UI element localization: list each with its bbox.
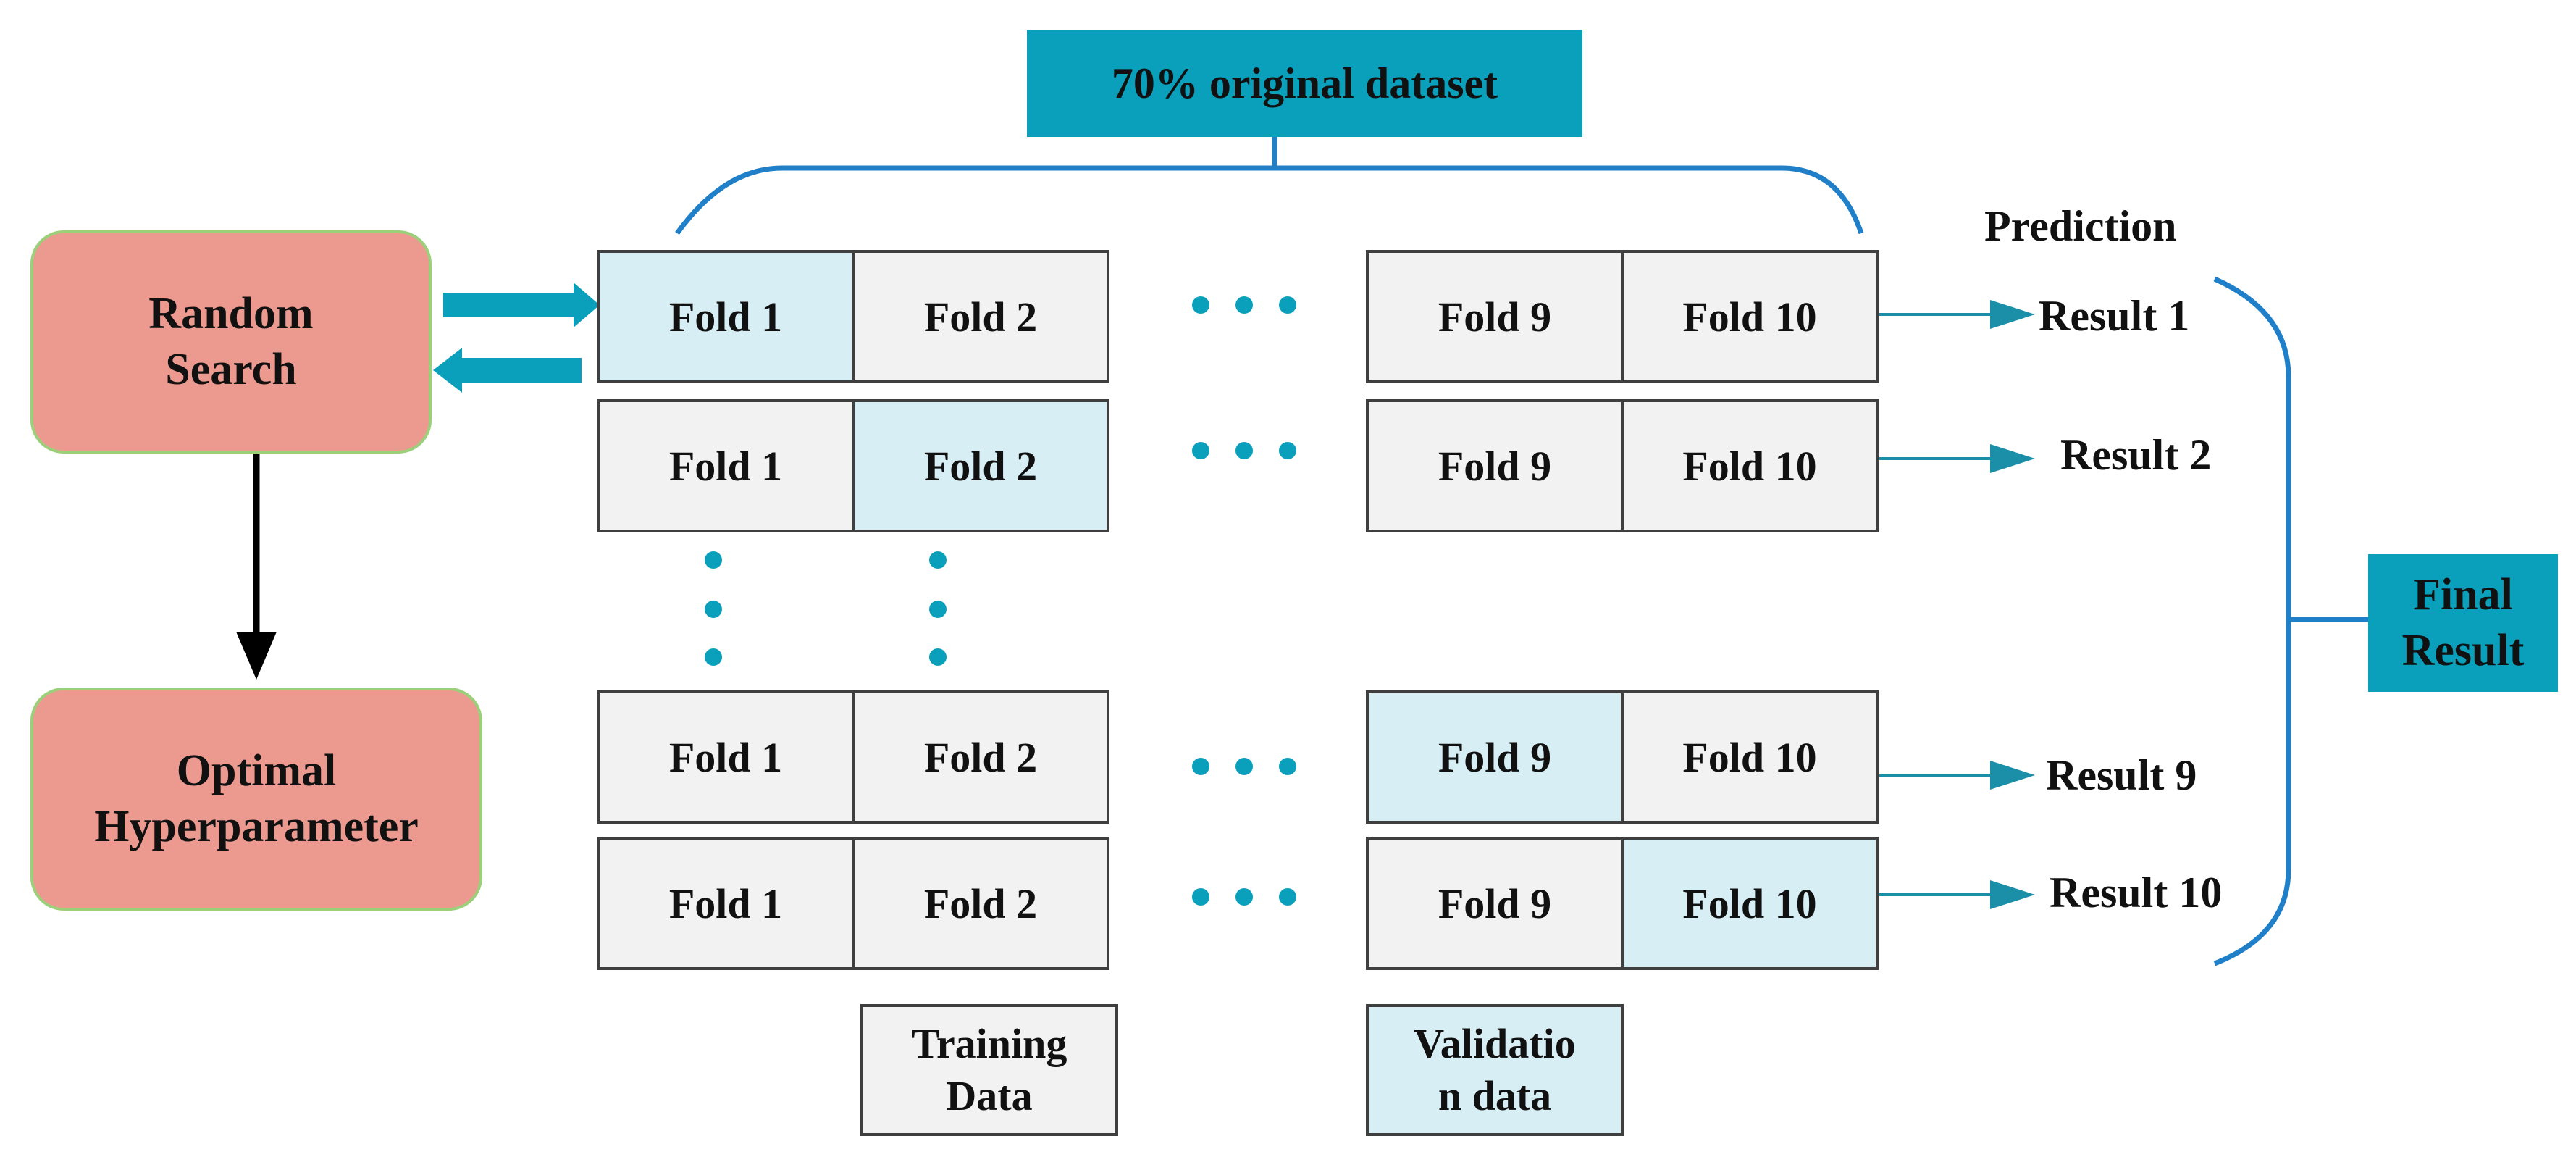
optimal-line1: Optimal: [176, 745, 337, 795]
top-brace: [675, 137, 1864, 235]
down-arrow: [236, 454, 277, 680]
prediction-label: Prediction: [1984, 202, 2177, 250]
row9-fold10: Fold 10: [1621, 690, 1879, 824]
legend-training-data: Training Data: [860, 1004, 1118, 1136]
arrow-left-to-search: [433, 348, 582, 393]
final-result-box: Final Result: [2368, 554, 2558, 692]
legend-validation-data: Validatio n data: [1366, 1004, 1624, 1136]
optimal-line2: Hyperparameter: [94, 802, 419, 851]
random-search-line2: Search: [165, 345, 297, 394]
final-result-line1: Final: [2413, 569, 2513, 619]
row9-fold1: Fold 1: [597, 690, 855, 824]
result-9: Result 9: [2046, 751, 2197, 799]
final-result-line2: Result: [2401, 626, 2525, 675]
row9-fold2: Fold 2: [852, 690, 1109, 824]
row10-fold1: Fold 1: [597, 837, 855, 970]
arrow-right-to-folds: [443, 283, 600, 327]
optimal-hyperparameter-box: Optimal Hyperparameter: [30, 688, 482, 911]
random-search-line1: Random: [148, 288, 314, 338]
row2-fold2: Fold 2: [852, 399, 1109, 532]
result-arrows: [1879, 300, 2035, 909]
legend-validation-line1: Validatio: [1414, 1019, 1576, 1067]
row1-fold1: Fold 1: [597, 250, 855, 383]
random-search-box: Random Search: [30, 230, 432, 454]
row2-fold9: Fold 9: [1366, 399, 1624, 532]
legend-validation-line2: n data: [1438, 1072, 1552, 1119]
row2-fold10: Fold 10: [1621, 399, 1879, 532]
result-1: Result 1: [2039, 292, 2190, 340]
result-10: Result 10: [2050, 869, 2223, 916]
vertical-ellipsis: [705, 551, 947, 666]
row10-fold2: Fold 2: [852, 837, 1109, 970]
right-brace: [2213, 276, 2291, 966]
row1-fold10: Fold 10: [1621, 250, 1879, 383]
row10-fold9: Fold 9: [1366, 837, 1624, 970]
row9-fold9: Fold 9: [1366, 690, 1624, 824]
row2-fold1: Fold 1: [597, 399, 855, 532]
legend-training-line2: Data: [946, 1072, 1033, 1119]
row1-fold9: Fold 9: [1366, 250, 1624, 383]
legend-training-line1: Training: [911, 1019, 1067, 1067]
dataset-header-label: 70% original dataset: [1111, 59, 1498, 107]
row1-fold2: Fold 2: [852, 250, 1109, 383]
horizontal-ellipsis: [1192, 296, 1296, 906]
result-2: Result 2: [2060, 431, 2212, 479]
row10-fold10: Fold 10: [1621, 837, 1879, 970]
dataset-header-box: 70% original dataset: [1027, 30, 1582, 137]
